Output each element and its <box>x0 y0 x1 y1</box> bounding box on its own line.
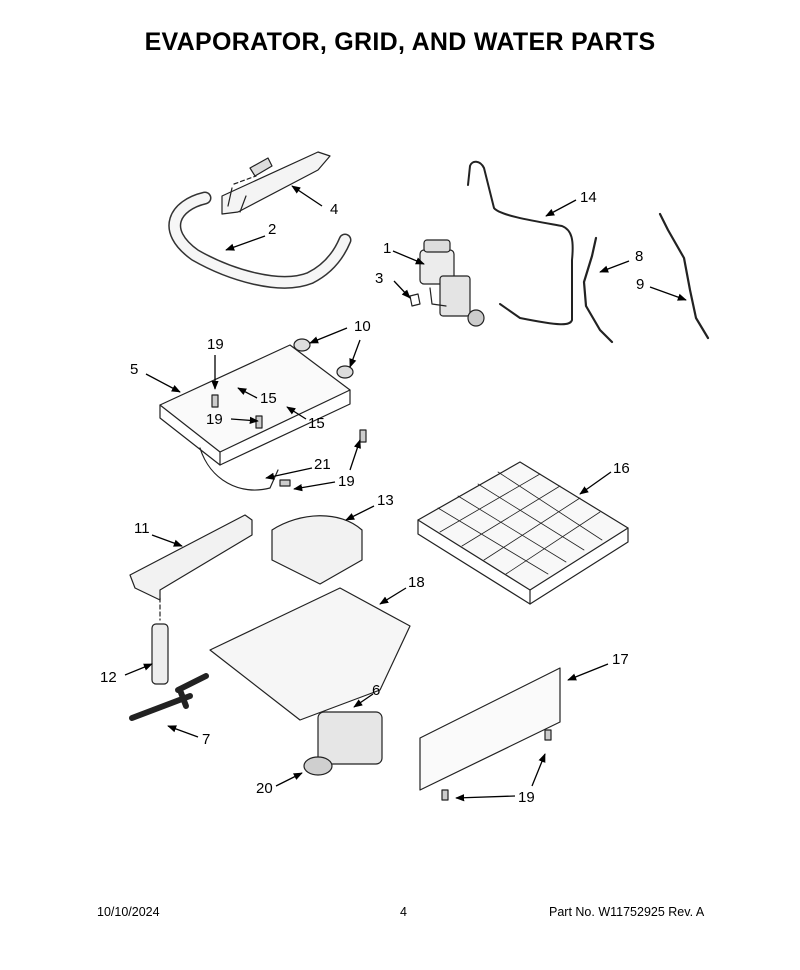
callout-15a: 15 <box>260 390 277 407</box>
part-6-motor <box>317 711 383 765</box>
part-17-plate <box>419 667 561 791</box>
callout-8: 8 <box>635 248 643 265</box>
part-9-tube <box>658 212 710 340</box>
part-19-screw-f <box>544 729 552 741</box>
callout-9: 9 <box>636 276 644 293</box>
callout-19a: 19 <box>207 336 224 353</box>
callout-6: 6 <box>372 682 380 699</box>
callout-19b: 19 <box>206 411 223 428</box>
callout-labels: 1 2 3 4 5 6 7 8 9 10 11 12 13 14 15 15 1… <box>100 189 644 806</box>
callout-12: 12 <box>100 669 117 686</box>
callout-13: 13 <box>377 492 394 509</box>
callout-18: 18 <box>408 574 425 591</box>
part-20-fitting <box>303 756 333 776</box>
callout-3: 3 <box>375 270 383 287</box>
part-10-grommet-a <box>293 338 311 352</box>
callout-21: 21 <box>314 456 331 473</box>
callout-11: 11 <box>134 520 150 537</box>
callout-10: 10 <box>354 318 371 335</box>
callout-14: 14 <box>580 189 597 206</box>
callout-19c: 19 <box>338 473 355 490</box>
part-3-clip <box>409 293 421 307</box>
part-12-tube-piece <box>151 623 169 685</box>
part-2-tube <box>168 191 352 289</box>
part-8-tube <box>582 236 614 344</box>
part-13-cover <box>271 515 363 585</box>
part-5-frame <box>159 344 351 491</box>
part-10-grommet-b <box>336 365 354 379</box>
callout-20: 20 <box>256 780 273 797</box>
part-4-bracket <box>221 151 331 215</box>
part-18-drain-pan <box>209 587 411 721</box>
page-title: EVAPORATOR, GRID, AND WATER PARTS <box>144 28 656 56</box>
part-11-bracket <box>129 514 253 601</box>
callout-17: 17 <box>612 651 629 668</box>
callout-1: 1 <box>383 240 391 257</box>
callout-5: 5 <box>130 361 138 378</box>
part-19-screw-c <box>359 429 367 443</box>
footer-date: 10/10/2024 <box>97 905 160 919</box>
part-19-screw-b <box>255 415 263 429</box>
part-19-screw-d <box>279 479 291 487</box>
part-19-screw-e <box>441 789 449 801</box>
callout-19d: 19 <box>518 789 535 806</box>
callout-7: 7 <box>202 731 210 748</box>
footer-part-number: Part No. W11752925 Rev. A <box>549 905 705 919</box>
part-19-screw-a <box>211 394 219 408</box>
part-14-tube <box>467 160 574 326</box>
part-16-evaporator-grid <box>417 461 629 605</box>
leader-lines <box>124 185 687 802</box>
callout-16: 16 <box>613 460 630 477</box>
footer-page-number: 4 <box>400 905 407 919</box>
callout-15b: 15 <box>308 415 325 432</box>
callout-4: 4 <box>330 201 338 218</box>
part-1-water-valve <box>419 239 485 327</box>
part-7-drain-tee <box>129 673 209 721</box>
callout-2: 2 <box>268 221 276 238</box>
